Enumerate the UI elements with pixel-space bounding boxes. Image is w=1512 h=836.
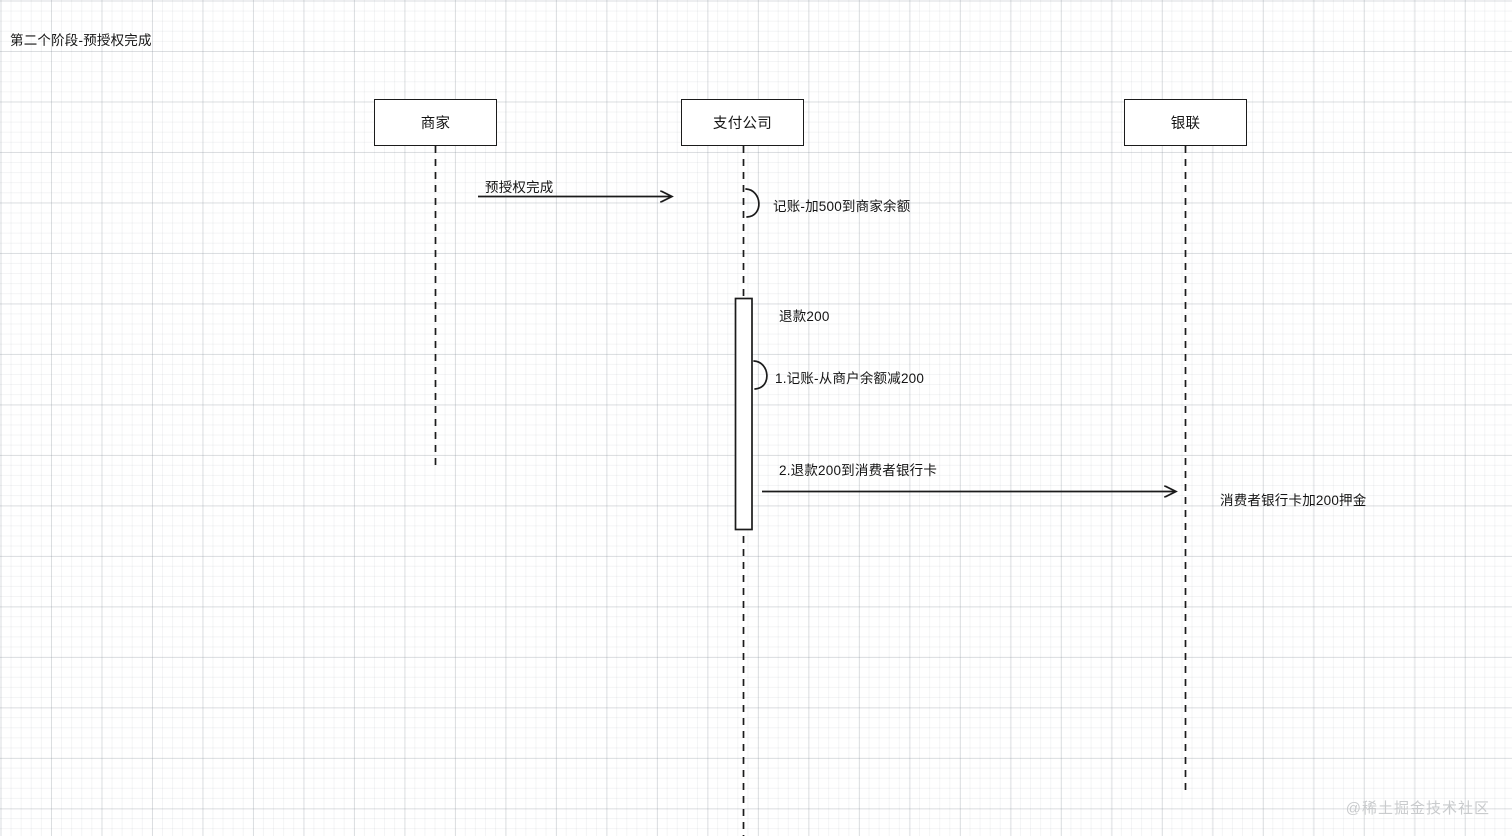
note-consumer-card-deposit: 消费者银行卡加200押金 [1220,493,1367,508]
participant-label-payment-company: 支付公司 [712,116,773,132]
message-label-refund-200-to-consumer-card: 2.退款200到消费者银行卡 [779,463,938,478]
message-label-debit-200-from-merchant: 1.记账-从商户余额减200 [775,371,925,386]
participant-label-merchant: 商家 [420,116,451,132]
participant-box-payment-company[interactable]: 支付公司 [681,99,804,146]
participant-label-unionpay: 银联 [1170,116,1201,132]
message-label-preauth-complete: 预授权完成 [485,180,554,195]
watermark: @稀土掘金技术社区 [1345,800,1490,817]
self-loop-arc-1 [745,188,760,218]
activation-bar-payment-company [734,297,753,531]
participant-box-unionpay[interactable]: 银联 [1124,99,1247,146]
message-label-refund-200: 退款200 [779,309,830,324]
message-label-credit-500-to-merchant: 记账-加500到商家余额 [773,199,911,214]
self-loop-arc-2 [753,360,768,390]
participant-box-merchant[interactable]: 商家 [374,99,497,146]
diagram-title: 第二个阶段-预授权完成 [10,33,152,48]
